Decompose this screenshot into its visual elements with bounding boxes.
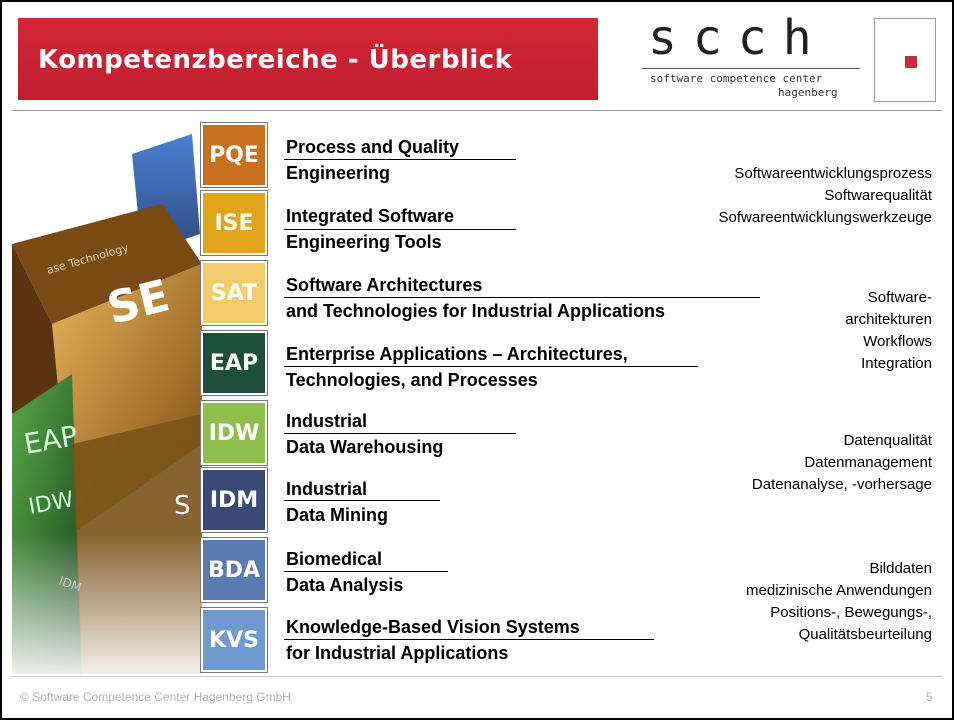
area-bda-line2: Data Analysis [286,575,404,595]
desc-line: Datenqualität [843,432,932,449]
area-ise-line1: Integrated Software [286,206,455,226]
badge-idw: IDW [200,400,268,466]
badge-sat: SAT [200,260,268,326]
area-pqe: Process and Quality Engineering [286,134,459,186]
underline-eap [284,366,698,367]
footer-divider [12,676,942,677]
desc-line: Datenmanagement [804,454,932,471]
desc-line: Qualitätsbeurteilung [798,626,932,643]
underline-pqe [284,159,516,160]
desc-data: Datenqualität Datenmanagement Datenanaly… [752,430,932,496]
desc-architecture: Software- architekturen Workflows Integr… [845,287,932,375]
badge-pqe: PQE [200,122,268,188]
area-eap-line1: Enterprise Applications – Architectures, [286,344,628,364]
desc-line: Integration [861,355,932,372]
underline-bda [284,571,448,572]
scch-logo: scch software competence center hagenber… [628,0,874,100]
desc-line: Softwareentwicklungsprozess [734,165,932,182]
desc-line: Datenanalyse, -vorhersage [751,476,932,493]
area-idw: Industrial Data Warehousing [286,408,443,460]
desc-line: medizinische Anwendungen [746,582,932,599]
page-number: 5 [926,690,933,704]
slide-title: Kompetenzbereiche - Überblick [38,45,513,75]
area-ise-line2: Engineering Tools [286,232,442,252]
badge-bda: BDA [200,537,268,603]
logo-divider [642,68,860,69]
underline-sat [284,297,760,298]
footer-copyright: © Software Competence Center Hagenberg G… [20,690,291,704]
underline-idm [284,500,440,501]
desc-process: Softwareentwicklungsprozess Softwarequal… [719,163,932,229]
area-kvs: Knowledge-Based Vision Systems for Indus… [286,614,580,666]
underline-idw [284,433,516,434]
area-pqe-line2: Engineering [286,163,391,183]
desc-line: architekturen [845,311,932,328]
area-eap-line2: Technologies, and Processes [286,370,538,390]
art-label-s: S [174,491,191,521]
badge-ise: ISE [200,190,268,256]
logo-subtitle: software competence center [650,72,823,85]
logo-location: hagenberg [778,86,838,99]
desc-line: Software- [867,289,932,306]
area-sat: Software Architectures and Technologies … [286,272,665,324]
cube-illustration: ase Technology SE EAP IDW IDM S [12,134,352,674]
desc-line: Bilddaten [869,560,932,577]
area-pqe-line1: Process and Quality [286,137,460,157]
area-idw-line2: Data Warehousing [286,437,444,457]
desc-line: Softwarequalität [824,187,932,204]
underline-ise [284,229,516,230]
desc-line: Sofwareentwicklungswerkzeuge [718,209,932,226]
desc-line: Workflows [863,333,932,350]
area-kvs-line2: for Industrial Applications [286,643,509,663]
area-sat-line1: Software Architectures [286,275,483,295]
area-idw-line1: Industrial [286,411,368,431]
desc-line: Positions-, Bewegungs-, [770,604,932,621]
area-idm-line2: Data Mining [286,505,388,525]
header-divider [12,110,942,111]
badge-idm: IDM [200,467,268,533]
title-bar: Kompetenzbereiche - Überblick [18,18,598,100]
area-sat-line2: and Technologies for Industrial Applicat… [286,301,666,321]
logo-word: scch [648,10,828,66]
badge-kvs: KVS [200,607,268,673]
area-bda: Biomedical Data Analysis [286,546,403,598]
badge-eap: EAP [200,330,268,396]
area-bda-line1: Biomedical [286,549,383,569]
underline-kvs [284,639,654,640]
logo-square-icon [874,18,936,102]
area-ise: Integrated Software Engineering Tools [286,203,454,255]
area-idm: Industrial Data Mining [286,476,388,528]
area-kvs-line1: Knowledge-Based Vision Systems [286,617,580,637]
area-idm-line1: Industrial [286,479,368,499]
area-eap: Enterprise Applications – Architectures,… [286,341,628,393]
desc-vision: Bilddaten medizinische Anwendungen Posit… [746,558,932,646]
